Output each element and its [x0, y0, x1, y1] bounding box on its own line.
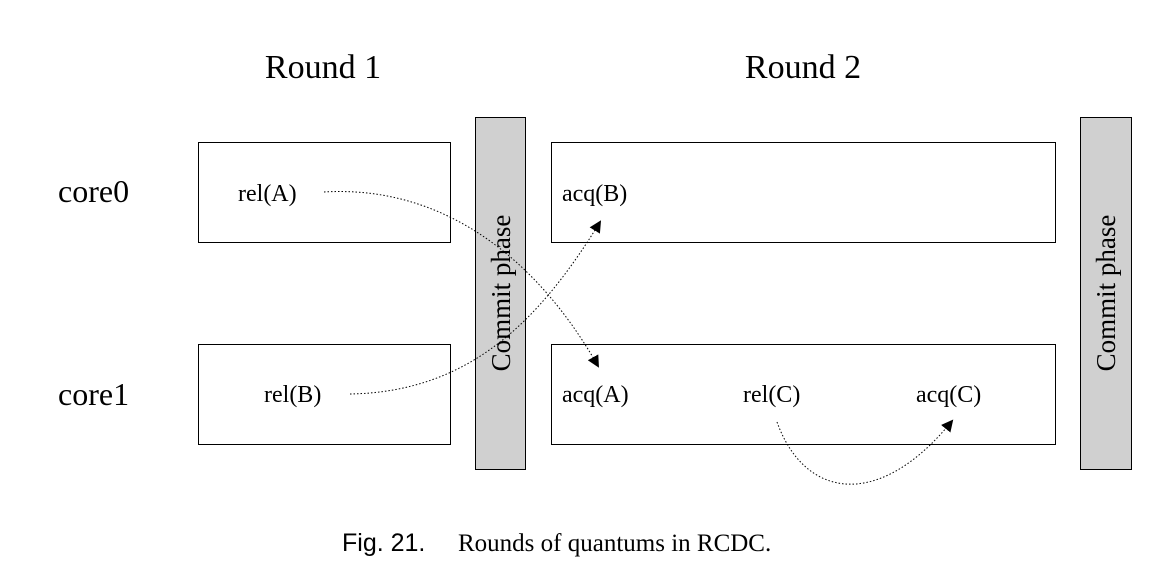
- op-acq-a: acq(A): [562, 382, 629, 408]
- caption-text: Rounds of quantums in RCDC.: [458, 530, 771, 557]
- commit-phase-label-1: Commit phase: [486, 215, 516, 372]
- op-acq-b: acq(B): [562, 181, 627, 207]
- figure-caption: Fig. 21. Rounds of quantums in RCDC.: [342, 529, 771, 557]
- round2-core1-box: [551, 344, 1056, 445]
- round-2-header: Round 2: [745, 49, 861, 86]
- commit-phase-bar-2: [1080, 117, 1132, 470]
- op-acq-c: acq(C): [916, 382, 981, 408]
- core0-label: core0: [58, 173, 129, 209]
- arrow-rel-b-to-acq-b: [349, 220, 602, 395]
- commit-phase-bar-1: [475, 117, 526, 470]
- arrow-rel-a-to-acq-a: [323, 191, 599, 368]
- core1-label: core1: [58, 376, 129, 412]
- round-1-header: Round 1: [265, 49, 381, 86]
- op-rel-b: rel(B): [264, 382, 321, 408]
- caption-number: Fig. 21.: [342, 529, 425, 557]
- arrow-rel-c-to-acq-c: [776, 419, 954, 485]
- round2-core0-box: [551, 142, 1056, 243]
- op-rel-a: rel(A): [238, 181, 297, 207]
- round1-core0-box: [198, 142, 451, 243]
- op-rel-c: rel(C): [743, 382, 800, 408]
- round1-core1-box: [198, 344, 451, 445]
- commit-phase-label-2: Commit phase: [1091, 215, 1121, 372]
